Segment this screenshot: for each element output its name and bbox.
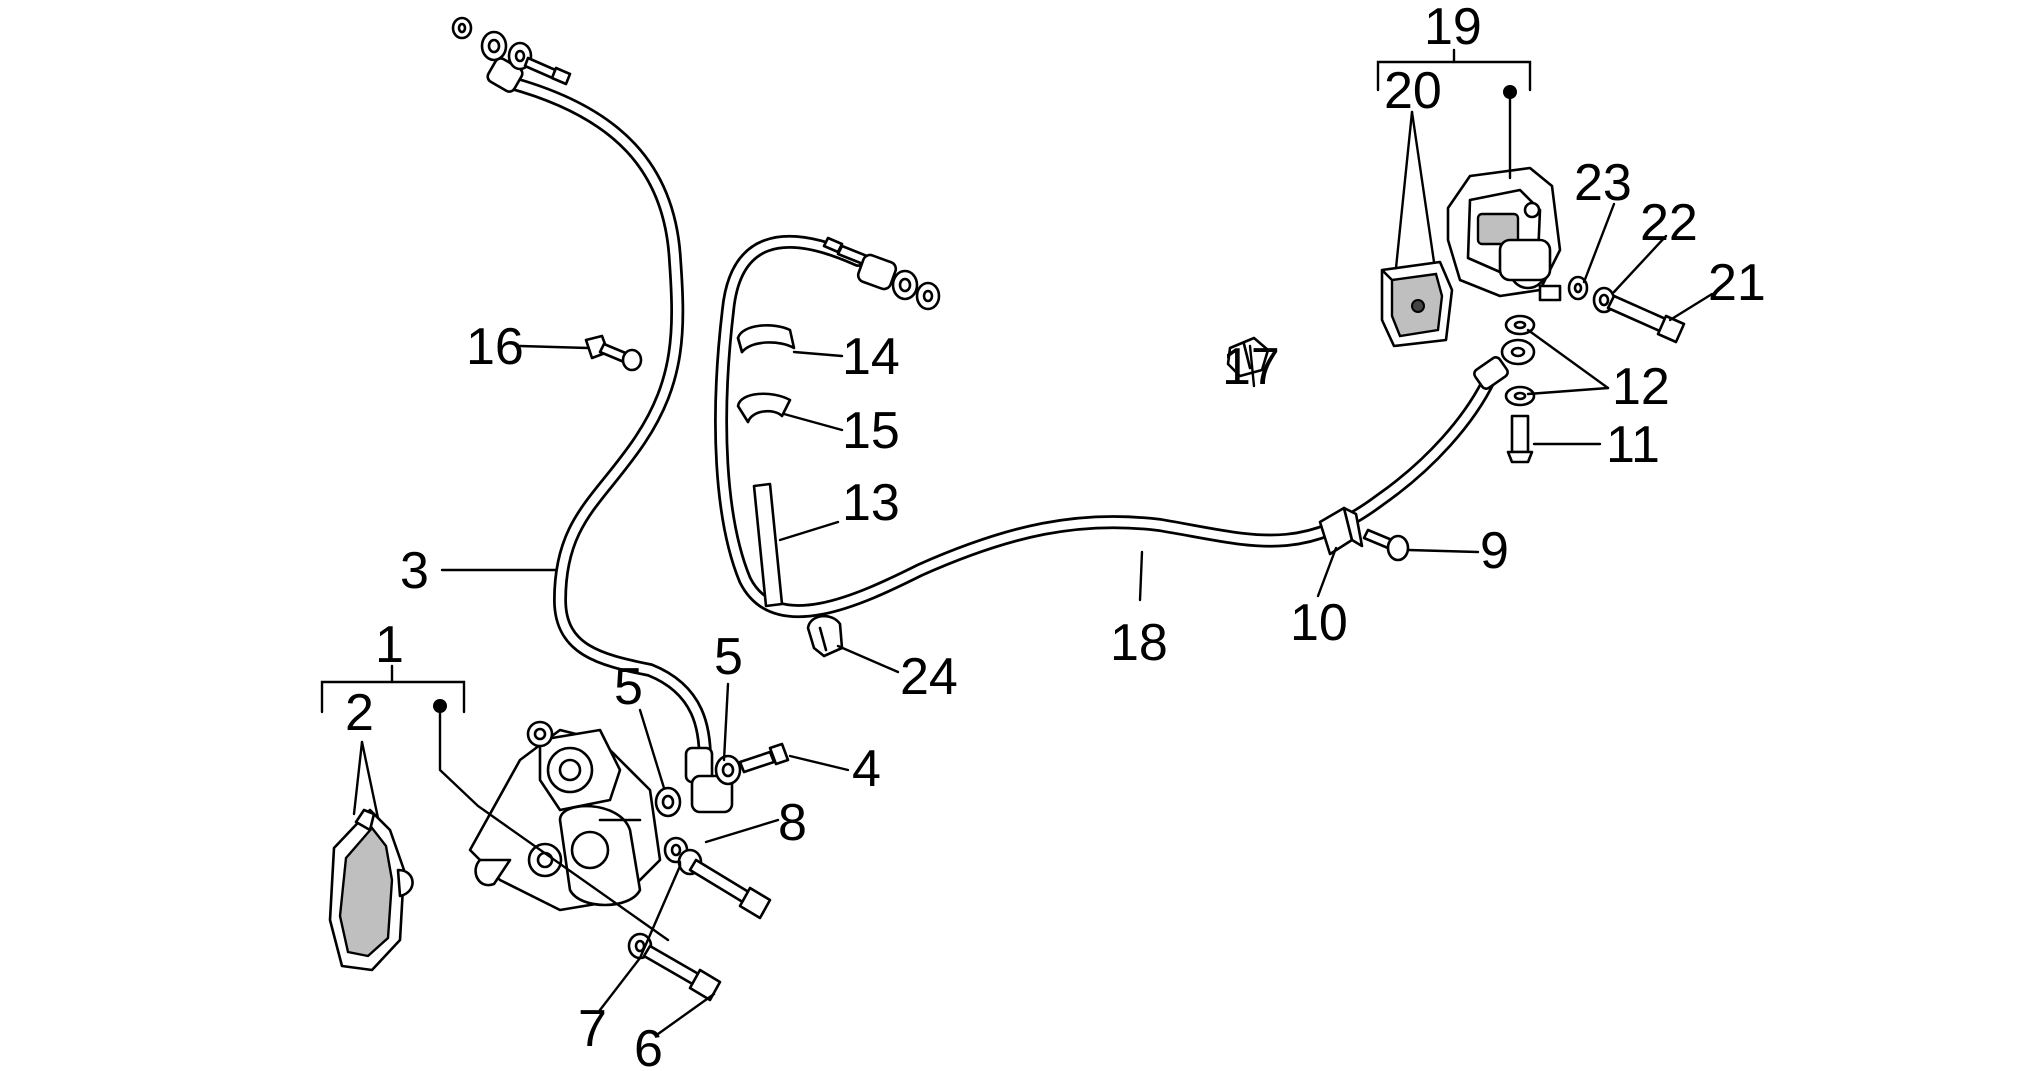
leader-lines bbox=[320, 48, 1714, 1036]
hose-3-bottom-fitting bbox=[654, 742, 790, 818]
callout-17: 17 bbox=[1222, 338, 1280, 396]
clip-17 bbox=[1226, 336, 1270, 378]
callout-20: 20 bbox=[1384, 62, 1442, 120]
callout-15: 15 bbox=[842, 402, 900, 460]
callout-22: 22 bbox=[1640, 194, 1698, 252]
callout-2: 2 bbox=[345, 684, 374, 742]
callout-3: 3 bbox=[400, 542, 429, 600]
callout-14: 14 bbox=[842, 328, 900, 386]
hose-18 bbox=[714, 234, 1497, 619]
master-cylinder bbox=[1446, 166, 1562, 302]
callout-11: 11 bbox=[1606, 416, 1660, 474]
hose-3-top-fitting bbox=[451, 16, 572, 93]
hose-3 bbox=[493, 73, 712, 767]
callout-18: 18 bbox=[1110, 614, 1168, 672]
bolt-9 bbox=[1362, 528, 1410, 562]
hose-18-top-fitting bbox=[822, 236, 941, 311]
master-cylinder-bolt bbox=[1567, 275, 1686, 344]
callout-1: 1 bbox=[375, 616, 404, 674]
callout-24: 24 bbox=[900, 648, 958, 706]
callout-10: 10 bbox=[1290, 594, 1348, 652]
callout-8: 8 bbox=[778, 794, 807, 852]
bracket-10 bbox=[1318, 506, 1364, 556]
strip-13 bbox=[752, 482, 784, 608]
clamp-14 bbox=[736, 324, 796, 354]
callout-5-left: 5 bbox=[614, 658, 643, 716]
bolt-16 bbox=[584, 334, 643, 372]
callout-12: 12 bbox=[1612, 358, 1670, 416]
bolt-8 bbox=[663, 836, 772, 920]
callout-7: 7 bbox=[578, 1000, 607, 1058]
caliper-pads bbox=[328, 808, 414, 972]
clip-24 bbox=[806, 614, 844, 658]
callout-23: 23 bbox=[1574, 154, 1632, 212]
bolt-6 bbox=[627, 932, 722, 1002]
ring-15 bbox=[736, 392, 792, 424]
master-cylinder-pads bbox=[1380, 260, 1454, 348]
callout-19: 19 bbox=[1424, 0, 1482, 56]
hose-18-right-fitting bbox=[1473, 314, 1536, 464]
callout-9: 9 bbox=[1480, 522, 1509, 580]
callout-16: 16 bbox=[466, 318, 524, 376]
callout-4: 4 bbox=[852, 740, 881, 798]
callout-6: 6 bbox=[634, 1020, 663, 1071]
callout-13: 13 bbox=[842, 474, 900, 532]
callout-5-right: 5 bbox=[714, 628, 743, 686]
callout-21: 21 bbox=[1708, 254, 1766, 312]
brake-caliper bbox=[468, 720, 662, 912]
